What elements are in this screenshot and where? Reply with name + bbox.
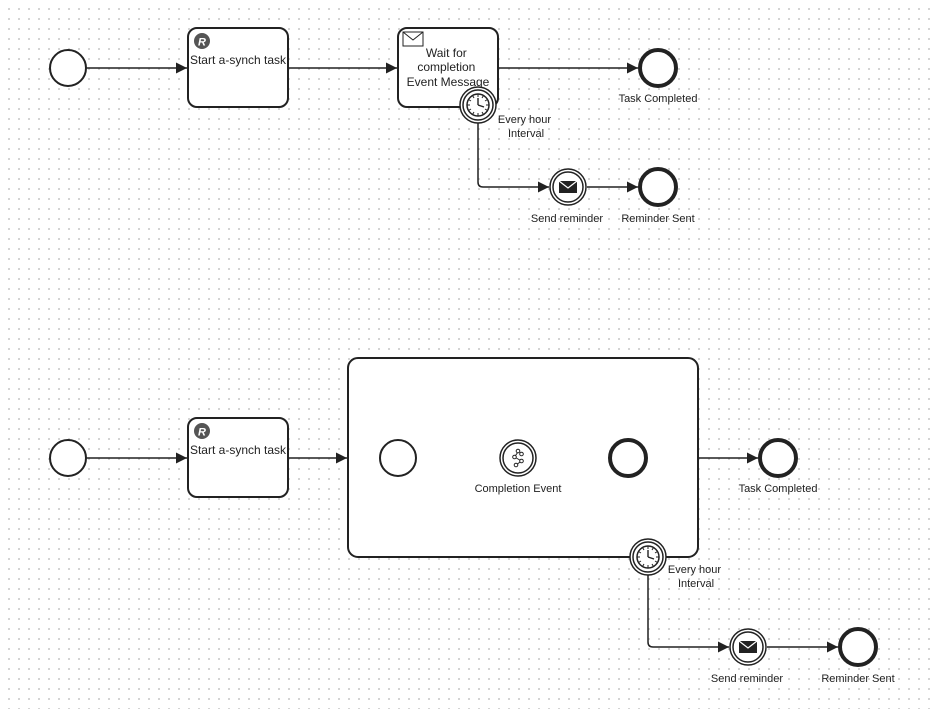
pentagon-icon — [512, 448, 524, 468]
start-event[interactable] — [49, 439, 87, 477]
envelope-icon — [558, 180, 578, 194]
task-wait-label: Wait for completion Event Message — [407, 46, 490, 89]
receive-task-marker: R — [198, 37, 206, 49]
start-event[interactable] — [49, 49, 87, 87]
clock-icon — [636, 545, 660, 569]
completion-event-label: Completion Event — [475, 483, 562, 495]
timer-label-line-1: Every hour — [668, 564, 722, 576]
end-event-reminder-sent[interactable] — [638, 167, 678, 207]
clock-icon — [466, 93, 490, 117]
timer-label-line-2: Interval — [678, 578, 714, 590]
subprocess-end-event[interactable] — [608, 438, 648, 478]
task-wait-line-3: Event Message — [407, 75, 490, 89]
timer-label-line-2: Interval — [508, 128, 544, 140]
envelope-icon — [402, 31, 424, 47]
diagram-1: R Start a-synch task Wait for completion… — [49, 27, 698, 225]
end-event-label: Task Completed — [739, 483, 818, 495]
send-reminder-event[interactable] — [729, 628, 767, 666]
timer-label-line-1: Every hour — [498, 114, 552, 126]
task-label: Start a-synch task — [190, 443, 287, 457]
boundary-timer-event[interactable] — [629, 538, 667, 576]
task-label-text: Start a-synch task — [190, 53, 287, 67]
timer-label: Every hour Interval — [498, 114, 554, 140]
task-label-text: Start a-synch task — [190, 443, 287, 457]
end-event-task-completed[interactable] — [638, 48, 678, 88]
flow-timer-to-reminder[interactable] — [647, 574, 729, 653]
receive-task-marker: R — [198, 427, 206, 439]
send-reminder-label: Send reminder — [711, 673, 783, 685]
sequence-flows-1 — [86, 62, 638, 193]
send-reminder-label: Send reminder — [531, 213, 603, 225]
reminder-sent-label: Reminder Sent — [821, 673, 894, 685]
end-event-reminder-sent[interactable] — [838, 627, 878, 667]
receive-task-icon: R — [194, 423, 210, 439]
task-wait-line-1: Wait for — [426, 46, 467, 60]
send-reminder-event[interactable] — [549, 168, 587, 206]
completion-event[interactable] — [499, 439, 537, 477]
subprocess-start-event[interactable] — [379, 439, 417, 477]
end-event-label: Task Completed — [619, 93, 698, 105]
end-event-task-completed[interactable] — [758, 438, 798, 478]
envelope-icon — [738, 640, 758, 654]
diagram-2: R Start a-synch task Com — [49, 357, 895, 685]
task-start-async[interactable]: R Start a-synch task — [187, 27, 289, 108]
receive-task-icon: R — [194, 33, 210, 49]
flow-timer-to-reminder[interactable] — [477, 122, 549, 193]
task-label: Start a-synch task — [190, 53, 287, 67]
reminder-sent-label: Reminder Sent — [621, 213, 694, 225]
timer-label: Every hour Interval — [668, 564, 724, 590]
task-wait-line-2: completion — [417, 60, 475, 74]
boundary-timer-event[interactable] — [459, 86, 497, 124]
task-start-async[interactable]: R Start a-synch task — [187, 417, 289, 498]
